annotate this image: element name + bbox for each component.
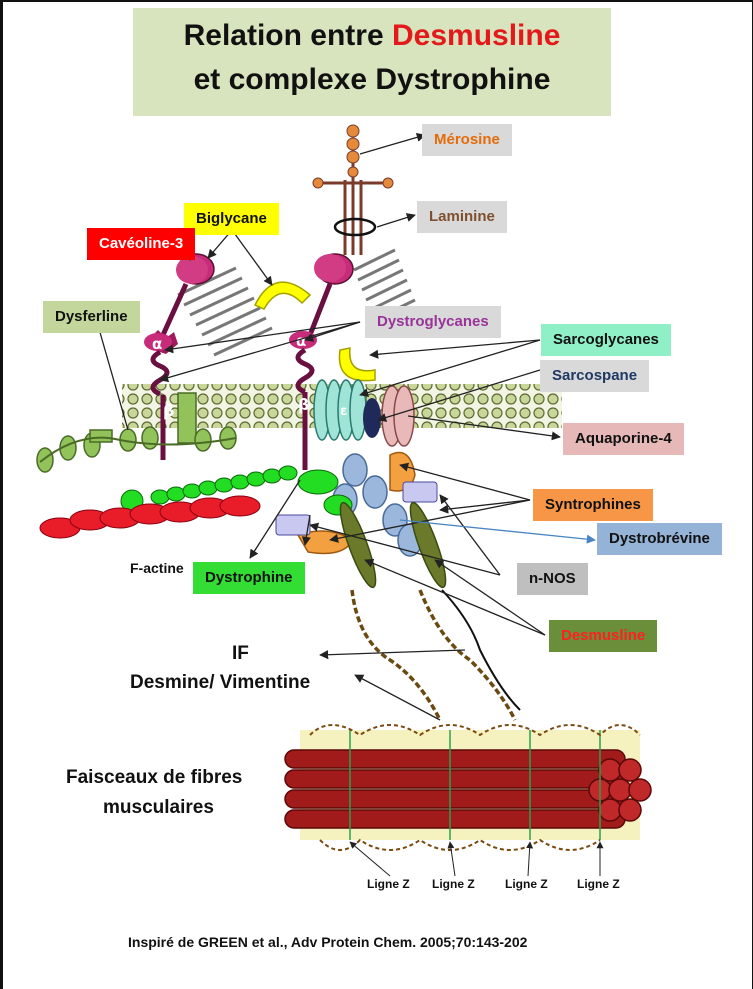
- label-dystroglycanes: Dystroglycanes: [365, 306, 501, 338]
- label-dysferline: Dysferline: [43, 301, 140, 333]
- label-if: IF: [232, 643, 249, 665]
- sarcospane-shape: [363, 398, 381, 438]
- label-fibres-2: musculaires: [103, 797, 214, 819]
- biglycane-shape: [255, 282, 310, 309]
- ligne-z-label-1: Ligne Z: [367, 877, 410, 891]
- intermediate-filaments: [352, 590, 520, 720]
- nnos-shape-1: [403, 482, 437, 502]
- label-merosine: Mérosine: [422, 124, 512, 156]
- beta-symbol-right: β: [298, 395, 309, 414]
- label-f-actine: F-actine: [130, 560, 184, 576]
- epsilon-symbol: ε: [340, 404, 347, 419]
- ligne-z-label-3: Ligne Z: [505, 877, 548, 891]
- laminine-ring: [335, 219, 375, 235]
- label-laminine: Laminine: [417, 201, 507, 233]
- label-desmine-vimentine: Desmine/ Vimentine: [130, 672, 310, 694]
- label-sarcoglycanes: Sarcoglycanes: [541, 324, 671, 356]
- caveoline-head-right: [314, 254, 346, 282]
- alpha-symbol-right: α: [296, 332, 306, 350]
- label-caveoline-3: Cavéoline-3: [87, 228, 195, 260]
- label-dystrobrevine: Dystrobrévine: [597, 523, 722, 555]
- label-sarcospane: Sarcospane: [540, 360, 649, 392]
- label-fibres-1: Faisceaux de fibres: [66, 767, 242, 789]
- alpha-symbol-left: α: [152, 335, 162, 353]
- nnos-shape-2: [276, 515, 310, 535]
- muscle-fiber-bundle: [285, 725, 651, 850]
- label-desmusline: Desmusline: [549, 620, 657, 652]
- biglycane-shape-2: [339, 348, 375, 381]
- ligne-z-label-2: Ligne Z: [432, 877, 475, 891]
- label-biglycane: Biglycane: [184, 203, 279, 235]
- label-syntrophines: Syntrophines: [533, 489, 653, 521]
- ligne-z-label-4: Ligne Z: [577, 877, 620, 891]
- caveoline-head-left: [176, 256, 208, 284]
- label-n-nos: n-NOS: [517, 563, 588, 595]
- label-aquaporine-4: Aquaporine-4: [563, 423, 684, 455]
- label-dystrophine: Dystrophine: [193, 562, 305, 594]
- citation: Inspiré de GREEN et al., Adv Protein Che…: [128, 934, 527, 950]
- ligne-z-ticks: [350, 842, 600, 876]
- f-actine-shape: [40, 496, 260, 538]
- beta-symbol-left: β: [163, 401, 174, 420]
